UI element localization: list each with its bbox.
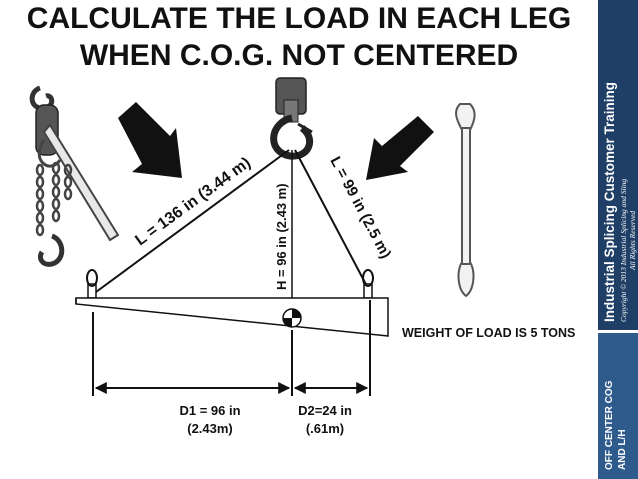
load-beam	[75, 297, 389, 337]
left-pointer-arrow-icon	[118, 102, 182, 178]
rights-text: All Rights Reserved	[628, 210, 637, 270]
d2-metric-label: (.61m)	[305, 421, 345, 436]
sidebar-bottom-panel	[598, 333, 638, 479]
round-sling-icon	[455, 103, 476, 298]
rigging-diagram: L = 136 in (3.44 m) H = 96 in (2.43 m) L…	[20, 77, 476, 396]
right-pointer-arrow-icon	[366, 116, 434, 180]
center-of-gravity-icon	[282, 308, 302, 328]
d2-label: D2=24 in	[298, 403, 352, 418]
right-lifting-lug-icon	[362, 269, 374, 299]
height-label: H = 96 in (2.43 m)	[274, 183, 289, 290]
section-label-line1: OFF CENTER COG	[604, 380, 615, 470]
slide-title-line1: CALCULATE THE LOAD IN EACH LEG	[26, 2, 572, 35]
right-sling-leg	[294, 149, 371, 293]
sidebar-top-panel	[598, 0, 638, 330]
crane-hook-icon	[270, 77, 314, 160]
d1-metric-label: (2.43m)	[187, 421, 233, 436]
slide-title-line2: WHEN C.O.G. NOT CENTERED	[79, 39, 519, 72]
weight-note: WEIGHT OF LOAD IS 5 TONS	[402, 326, 576, 340]
brand-sidebar	[598, 0, 638, 479]
d1-label: D1 = 96 in	[179, 403, 241, 418]
brand-name: Industrial Splicing Customer Training	[602, 81, 617, 322]
copyright-text: Copyright © 2013 Industrial Splicing and…	[619, 178, 628, 322]
section-label-line2: AND L/H	[617, 429, 628, 470]
lever-hoist-icon	[20, 80, 130, 280]
left-sling-leg	[95, 149, 290, 293]
